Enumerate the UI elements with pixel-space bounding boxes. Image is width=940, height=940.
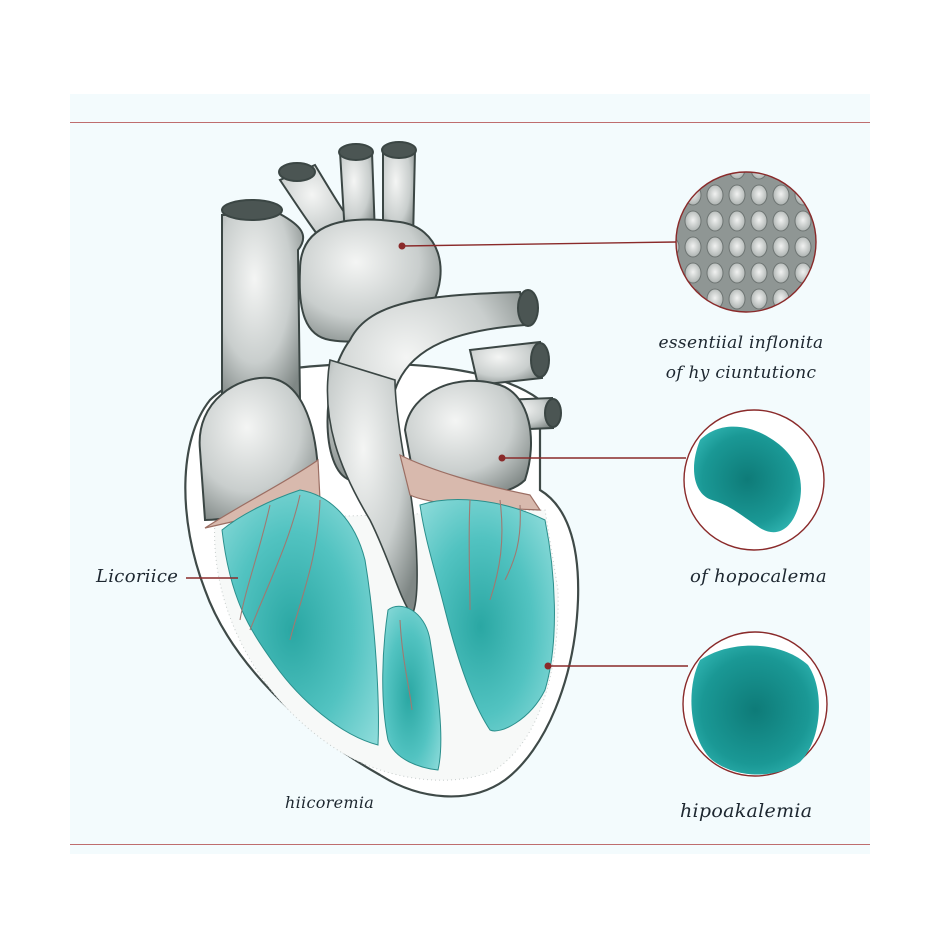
- callout-circle-stain-mid: [683, 409, 825, 551]
- callout-circle-stain-bottom: [682, 631, 828, 777]
- callout-label-bottom: hipoakalemia: [680, 800, 813, 822]
- left-ventricle: [221, 489, 379, 746]
- bottom-label: hiicoremia: [285, 793, 375, 812]
- callout-label-top-line1: essentiial inflonita: [658, 333, 824, 353]
- callout-label-mid: of hopocalema: [690, 566, 827, 587]
- valve-right: [399, 453, 542, 511]
- septal-teal: [382, 605, 442, 771]
- left-label: Licoriice: [96, 566, 179, 587]
- top-rule-line: [70, 122, 870, 123]
- leader-lines: [186, 241, 688, 670]
- callout-circle-cells: [675, 171, 817, 313]
- right-ventricle: [419, 499, 555, 732]
- bottom-rule-line: [70, 844, 870, 845]
- callout-label-top-line2: of hy ciuntutionc: [665, 363, 817, 383]
- callout-label-top: essentiial inflonita of hy ciuntutionc: [612, 328, 870, 388]
- chordae-tendineae: [239, 494, 521, 711]
